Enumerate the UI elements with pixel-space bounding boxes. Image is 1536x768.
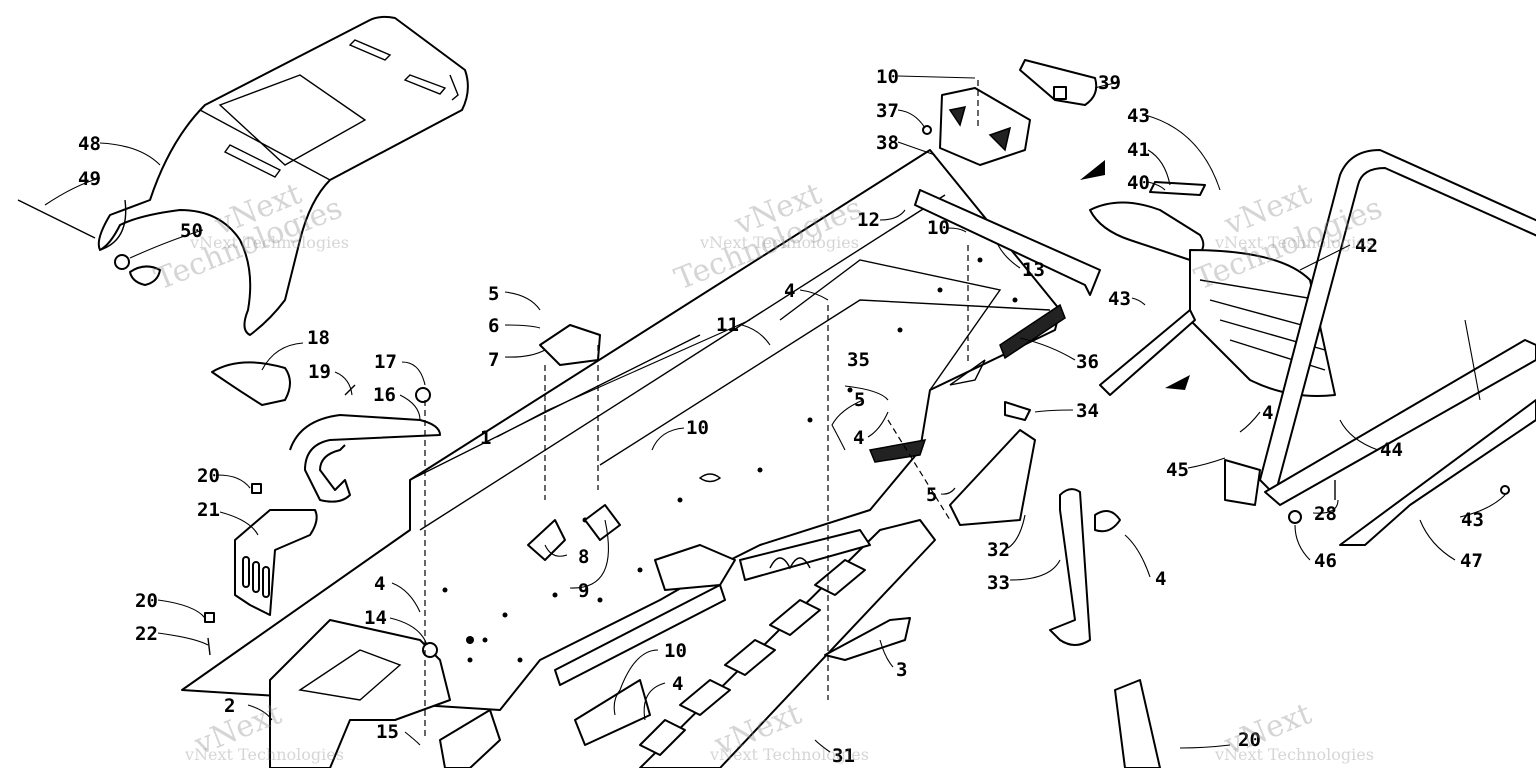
taillight-bracket (922, 59, 1098, 166)
callout-10: 10 (686, 417, 709, 439)
callout-18: 18 (307, 327, 330, 349)
mounting-rail (914, 189, 1101, 296)
front-mount-bracket (269, 619, 501, 768)
callout-4: 4 (1155, 568, 1166, 590)
callout-44: 44 (1380, 439, 1403, 461)
callout-17: 17 (374, 351, 397, 373)
callout-33: 33 (987, 572, 1010, 594)
callout-43: 43 (1108, 288, 1131, 310)
callout-49: 49 (78, 168, 101, 190)
watermark-company: vNext Technologies (709, 745, 869, 764)
strut-bracket (824, 617, 911, 661)
callout-2: 2 (224, 695, 235, 717)
callout-32: 32 (987, 539, 1010, 561)
callout-9: 9 (578, 580, 589, 602)
watermark-company: vNext Technologies (699, 233, 859, 252)
callout-40: 40 (1127, 172, 1150, 194)
bumper-side-rail (1339, 399, 1536, 546)
callout-39: 39 (1098, 72, 1121, 94)
watermark-company: vNext Technologies (184, 745, 344, 764)
callout-4: 4 (374, 573, 385, 595)
leader-lines (44, 75, 1506, 753)
callout-21: 21 (197, 499, 220, 521)
callout-20: 20 (135, 590, 158, 612)
callout-48: 48 (78, 133, 101, 155)
callout-7: 7 (488, 349, 499, 371)
hitch-bracket (204, 483, 318, 656)
callout-10: 10 (927, 217, 950, 239)
tunnel (181, 149, 1066, 711)
callout-35: 35 (847, 349, 870, 371)
callout-31: 31 (832, 745, 855, 767)
watermark-company: vNext Technologies (189, 233, 349, 252)
callout-4: 4 (1262, 402, 1273, 424)
rear-pad (211, 361, 291, 406)
callout-19: 19 (308, 361, 331, 383)
pad-9 (584, 504, 621, 541)
callout-13: 13 (1022, 259, 1045, 281)
center-latch (654, 544, 736, 591)
callout-4: 4 (784, 280, 795, 302)
callout-42: 42 (1355, 235, 1378, 257)
callout-16: 16 (373, 384, 396, 406)
callout-28: 28 (1314, 503, 1337, 525)
running-board (554, 519, 936, 768)
callout-10: 10 (664, 640, 687, 662)
callout-5: 5 (488, 283, 499, 305)
callout-38: 38 (876, 132, 899, 154)
callout-45: 45 (1166, 459, 1189, 481)
bottom-plate (1114, 679, 1161, 768)
callout-43: 43 (1461, 509, 1484, 531)
callout-5: 5 (854, 389, 865, 411)
callout-22: 22 (135, 623, 158, 645)
direction-arrow-up (1080, 160, 1105, 180)
callout-20: 20 (1238, 729, 1261, 751)
grab-bracket (289, 384, 441, 503)
callout-41: 41 (1127, 139, 1150, 161)
callout-labels: 1 2 3 4 4 4 4 4 4 5 5 5 6 7 8 9 10 10 10… (78, 66, 1484, 767)
latch-bracket (539, 324, 601, 366)
seat-assembly (97, 15, 469, 336)
rear-bumper (1259, 149, 1536, 506)
callout-1: 1 (480, 427, 491, 449)
callout-11: 11 (716, 314, 739, 336)
callout-43: 43 (1127, 105, 1150, 127)
watermark-company: vNext Technologies (1214, 233, 1374, 252)
assembly-guides (424, 80, 979, 740)
callout-8: 8 (578, 546, 589, 568)
right-side-brackets (949, 401, 1121, 646)
callout-36: 36 (1076, 351, 1099, 373)
callout-47: 47 (1460, 550, 1483, 572)
callout-37: 37 (876, 100, 899, 122)
callout-10: 10 (876, 66, 899, 88)
callout-46: 46 (1314, 550, 1337, 572)
callout-14: 14 (364, 607, 387, 629)
direction-arrow-down (1165, 375, 1190, 390)
callout-4: 4 (853, 427, 864, 449)
watermark-layer: vNext vNext Technologies Technologies vN… (150, 176, 1387, 764)
watermark-company: vNext Technologies (1214, 745, 1374, 764)
callout-12: 12 (857, 209, 880, 231)
callout-50: 50 (180, 220, 203, 242)
seat-fasteners (17, 199, 161, 286)
callout-15: 15 (376, 721, 399, 743)
pad-8 (527, 519, 566, 561)
callout-5: 5 (926, 484, 937, 506)
callout-6: 6 (488, 315, 499, 337)
bumper-hardware (1224, 459, 1510, 524)
callout-20: 20 (197, 465, 220, 487)
callout-4: 4 (672, 673, 683, 695)
callout-34: 34 (1076, 400, 1099, 422)
callout-3: 3 (896, 659, 907, 681)
